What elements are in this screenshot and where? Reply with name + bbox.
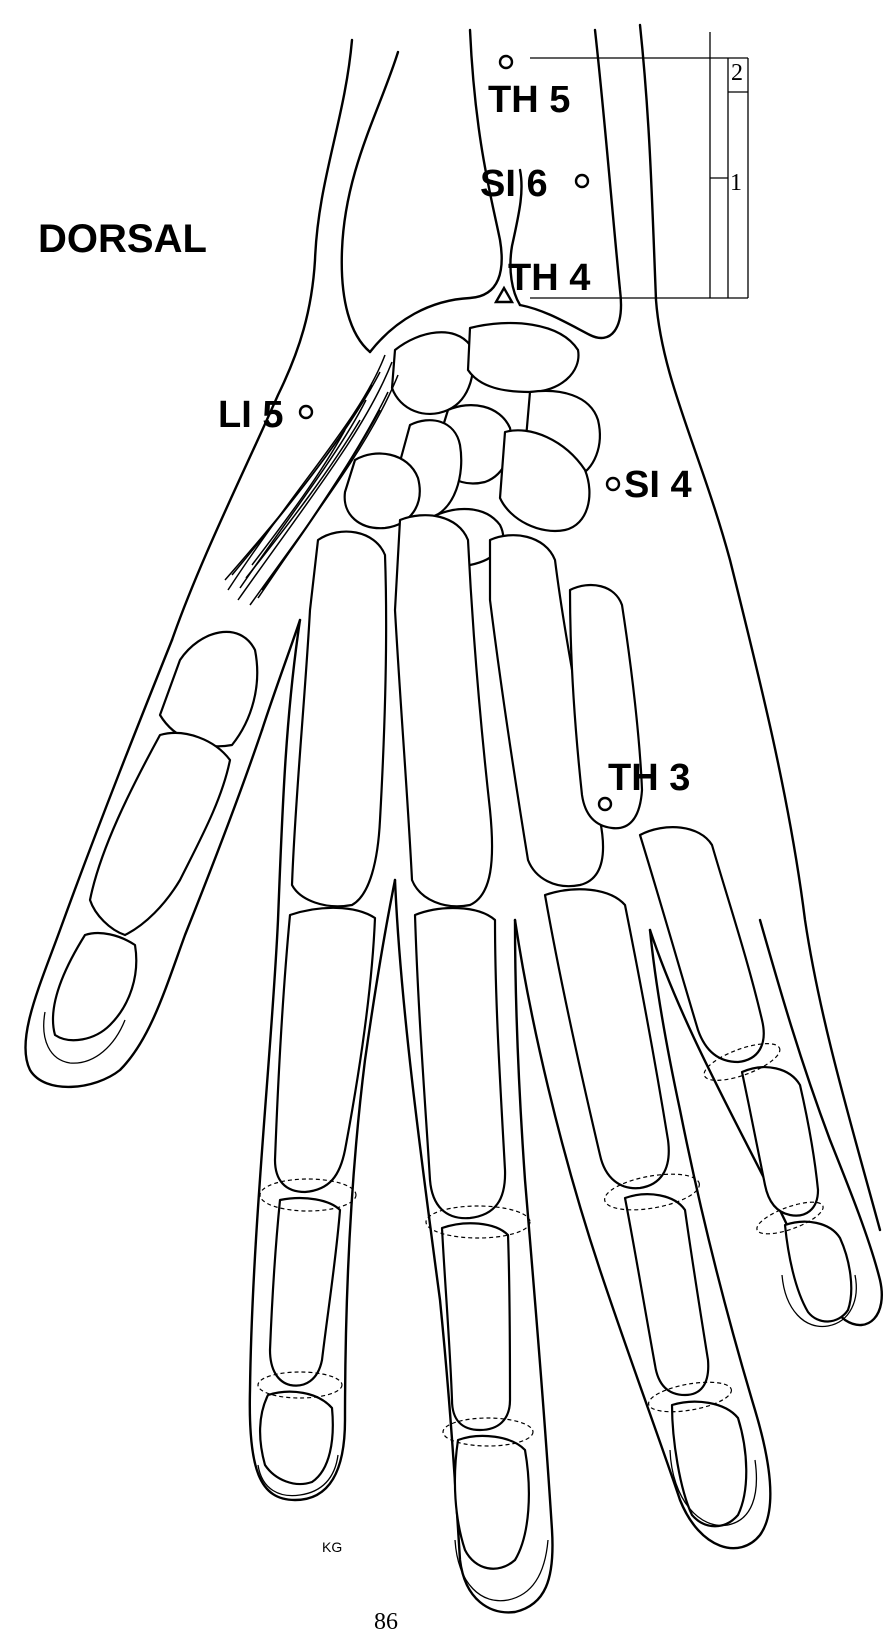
thumb [25, 620, 300, 1087]
point-li5-marker [300, 406, 312, 418]
point-th5-marker [500, 56, 512, 68]
view-label: DORSAL [38, 217, 207, 261]
point-si4-label: SI 4 [624, 464, 692, 506]
point-si6-marker [576, 175, 588, 187]
point-th5-label: TH 5 [488, 79, 570, 121]
index-finger [250, 532, 395, 1500]
point-th3-marker [599, 798, 611, 810]
artist-mark: KG [322, 1539, 342, 1555]
scale-label-lower: 1 [730, 170, 742, 196]
scale-label-upper: 2 [731, 60, 743, 86]
point-li5-label: LI 5 [218, 394, 283, 436]
point-si4-marker [607, 478, 619, 490]
point-th4-label: TH 4 [508, 257, 590, 299]
point-th3-label: TH 3 [608, 757, 690, 799]
point-si6-label: SI 6 [480, 163, 548, 205]
page-number: 86 [374, 1609, 398, 1631]
